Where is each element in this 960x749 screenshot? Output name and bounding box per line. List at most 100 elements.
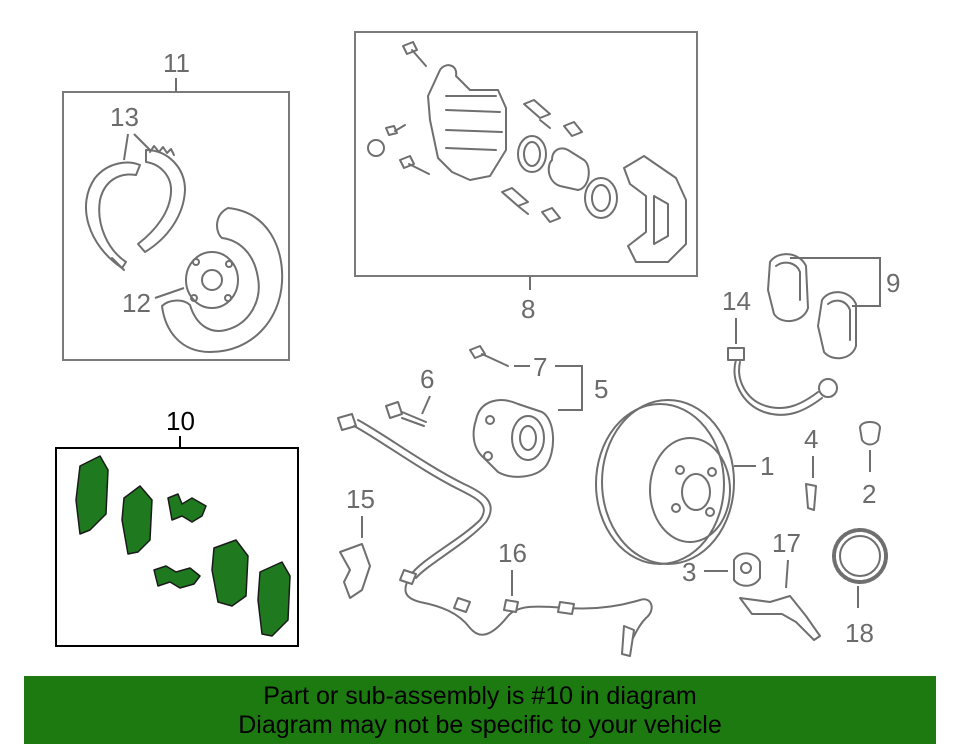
bolt-hole: [192, 258, 200, 266]
callout-2: 2: [862, 479, 876, 509]
callout-17: 17: [772, 528, 801, 558]
sensor-connector: [337, 413, 357, 431]
bolt-hole: [224, 294, 232, 302]
callout-5: 5: [594, 374, 608, 404]
wire-grommet: [503, 599, 519, 613]
callout-4: 4: [804, 424, 818, 454]
abs-tone-ring: [832, 528, 888, 584]
pad-rear: [817, 291, 857, 360]
pin-boot-bottom: [541, 207, 561, 223]
group-8-caliper: 8: [354, 31, 698, 324]
piston: [547, 147, 590, 191]
rotor-outer: [601, 399, 735, 565]
hub-stud: [483, 451, 493, 461]
hose-fitting: [727, 347, 745, 361]
anti-rattle-clip-2: [257, 561, 291, 637]
wheel-stud: [805, 483, 817, 511]
piston-seal-inner: [523, 141, 541, 167]
callout-9: 9: [886, 268, 900, 298]
group-small-parts: 4 2 3 17 18: [682, 421, 888, 648]
caliper-ribs: [445, 95, 503, 151]
group-11-parking-brake: 11 13 12: [62, 48, 290, 361]
callout-11: 11: [163, 48, 190, 78]
callout-3: 3: [682, 557, 696, 587]
box-10: [55, 447, 299, 647]
banner-line-2: Diagram may not be specific to your vehi…: [238, 711, 722, 739]
leader-13b: [133, 133, 151, 151]
wire-grommet: [399, 569, 417, 585]
rotor-lug-hole: [705, 507, 715, 517]
rotor-edge: [595, 403, 725, 565]
bleeder-screw: [385, 124, 406, 136]
pad-front-lining: [775, 261, 801, 301]
callout-1: 1: [760, 451, 774, 481]
callout-10: 10: [166, 406, 195, 436]
rotor-lug-hole: [675, 465, 685, 475]
hub-bore-inner: [519, 425, 537, 451]
dust-boot: [584, 177, 618, 219]
hub-bore: [511, 415, 545, 461]
pad-front: [767, 253, 809, 323]
hub-bolt: [469, 345, 509, 367]
group-1-rotor: 1: [595, 399, 774, 565]
backing-plate-hole: [201, 269, 223, 291]
callout-13: 13: [110, 102, 139, 132]
pad-rear-lining: [827, 299, 851, 341]
brake-shoe-right: [137, 149, 186, 253]
callout-16: 16: [498, 538, 527, 568]
box-8: [354, 31, 698, 277]
brake-shoe-spring: [149, 145, 175, 156]
leader-9: [790, 257, 881, 307]
spring-clip-1: [167, 493, 207, 523]
caliper-housing: [427, 64, 507, 181]
guide-pin-bottom: [501, 187, 529, 215]
callout-7: 7: [533, 352, 547, 382]
group-10-pad-hardware: 10: [55, 406, 299, 647]
abs-wire-edge: [357, 419, 492, 579]
wire-grommet: [557, 601, 575, 615]
leader-6: [421, 395, 431, 415]
group-5-hub: 7 5 6: [385, 345, 608, 478]
hub-bearing: [472, 399, 555, 478]
callout-12: 12: [122, 288, 151, 318]
rotor-lug-hole: [671, 503, 681, 513]
spring-clip-2: [153, 565, 201, 589]
harness-bracket: [339, 543, 371, 599]
knuckle-bolt-shank: [401, 411, 427, 427]
bracket-window: [653, 195, 669, 245]
knuckle-bolt-head: [385, 401, 403, 419]
shim-1: [121, 485, 153, 555]
hose-banjo: [818, 378, 838, 398]
brake-hose: [733, 359, 823, 416]
rotor-hat: [649, 437, 731, 543]
leader-12: [154, 287, 185, 299]
info-banner: Part or sub-assembly is #10 in diagram D…: [24, 676, 936, 744]
callout-14: 14: [722, 286, 751, 316]
guide-pin-top: [523, 99, 551, 129]
hub-cap: [859, 421, 881, 446]
dust-boot-inner: [591, 184, 611, 212]
hub-nut-center: [740, 562, 752, 574]
group-14-hose: 14: [722, 286, 838, 416]
group-16-abs-sensor: 15 16: [337, 413, 653, 657]
backing-plate-hub: [185, 251, 239, 309]
hub-stud: [485, 415, 495, 425]
piston-seal: [517, 135, 547, 173]
callout-6: 6: [420, 364, 434, 394]
brake-hose-inner: [738, 361, 819, 410]
leader-17: [785, 559, 789, 589]
leader-5: [555, 365, 583, 411]
abs-tone-ring-inner: [839, 535, 881, 577]
caliper-bolt-mid: [399, 155, 430, 175]
backing-plate: [161, 207, 284, 353]
wire-grommet: [453, 597, 471, 613]
callout-18: 18: [845, 618, 874, 648]
group-9-pads: 9: [767, 253, 900, 360]
abs-sensor-head: [621, 625, 635, 657]
leader-13a: [123, 133, 129, 161]
pin-boot-top: [563, 121, 583, 137]
bolt-hole: [190, 294, 198, 302]
hub-nut: [733, 552, 761, 587]
rotor-lug-hole: [707, 467, 717, 477]
